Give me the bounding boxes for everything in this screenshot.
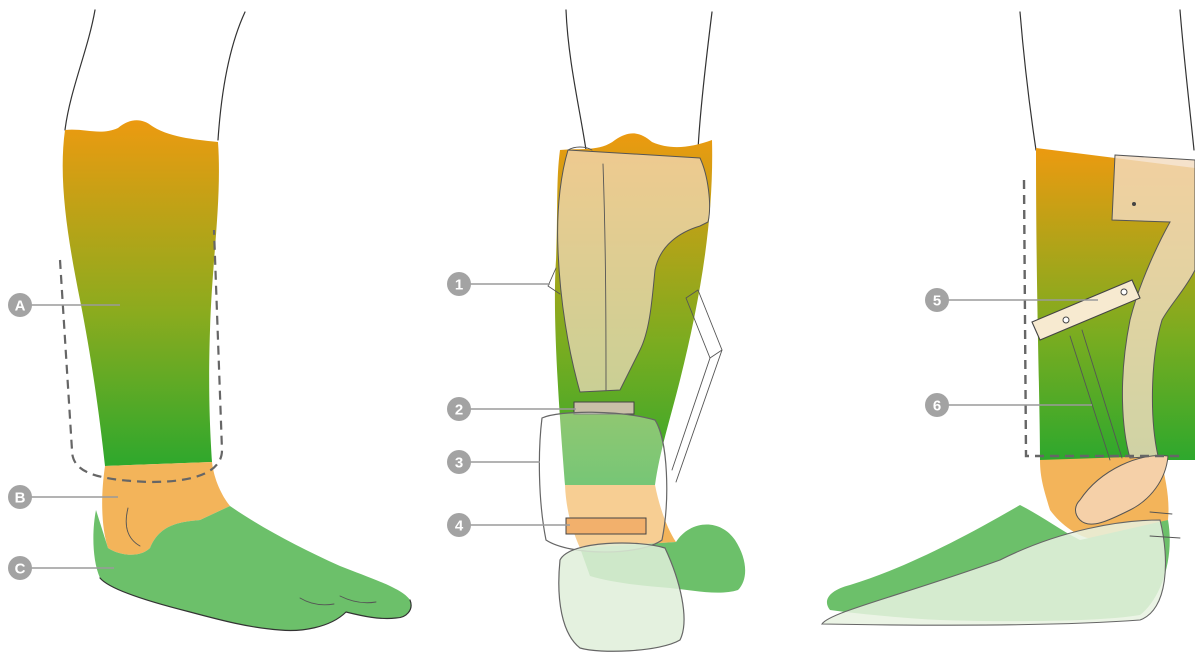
marker-b: B [8, 485, 32, 509]
marker-4: 4 [447, 513, 471, 537]
svg-text:5: 5 [933, 293, 941, 310]
marker-a: A [8, 293, 32, 317]
svg-text:B: B [15, 490, 26, 507]
marker-1: 1 [447, 272, 471, 296]
svg-text:A: A [15, 298, 26, 315]
rear-strap-lower [566, 518, 646, 534]
marker-5: 5 [925, 288, 949, 312]
marker-c: C [8, 556, 32, 580]
marker-6: 6 [925, 393, 949, 417]
svg-text:2: 2 [455, 402, 463, 419]
svg-text:6: 6 [933, 398, 941, 415]
svg-text:3: 3 [455, 455, 463, 472]
marker-2: 2 [447, 397, 471, 421]
svg-text:C: C [15, 561, 26, 578]
svg-text:1: 1 [455, 277, 463, 294]
panel-brace-rear: 1 2 3 4 [447, 10, 745, 651]
svg-text:4: 4 [455, 518, 464, 535]
panel-brace-side: 5 6 [822, 10, 1195, 625]
zone-a-calf [63, 120, 219, 466]
panel-leg-zones: A B C [8, 10, 411, 630]
rear-heel-shell [559, 543, 684, 651]
marker-3: 3 [447, 450, 471, 474]
